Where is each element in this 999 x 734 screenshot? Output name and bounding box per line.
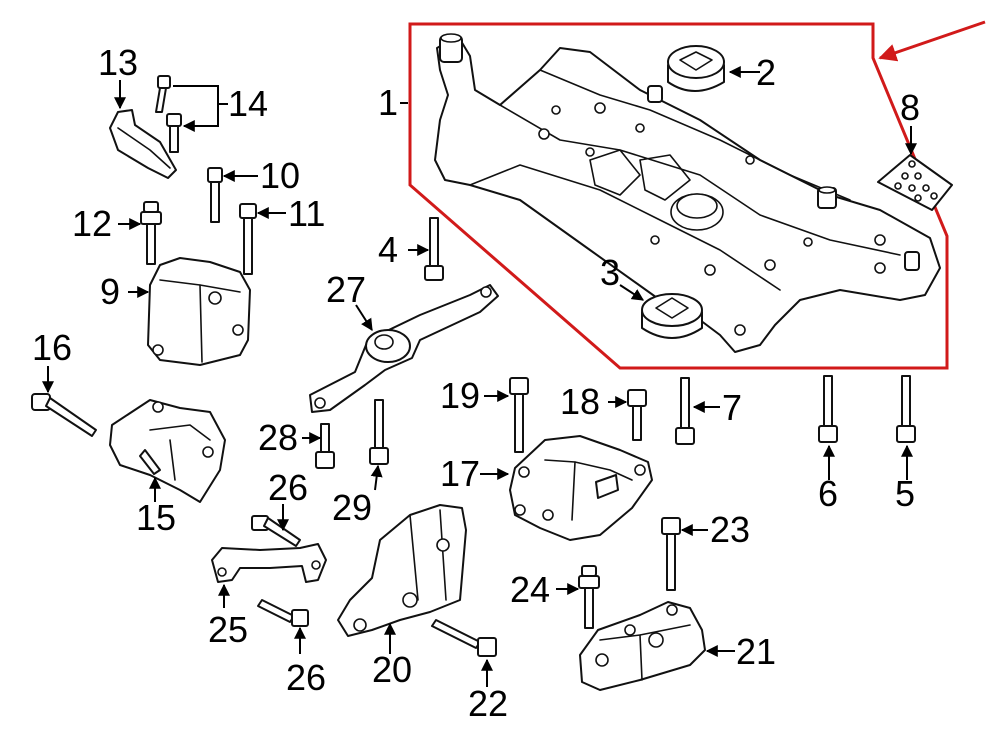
bolt-part-4[interactable] <box>424 217 444 281</box>
plate-part-8[interactable] <box>877 154 953 211</box>
label-13[interactable]: 13 <box>98 42 138 83</box>
label-2[interactable]: 2 <box>756 52 776 93</box>
bolt-part-26a[interactable] <box>251 515 301 547</box>
label-17[interactable]: 17 <box>440 453 480 494</box>
bolt-part-10[interactable] <box>207 167 223 223</box>
label-19[interactable]: 19 <box>440 375 480 416</box>
bushing-part-3[interactable] <box>641 293 703 339</box>
bolt-part-6[interactable] <box>818 375 838 443</box>
bolt-part-22[interactable] <box>431 619 497 657</box>
bolt-part-24[interactable] <box>578 565 600 629</box>
bolt-part-19[interactable] <box>509 377 529 453</box>
label-27[interactable]: 27 <box>326 269 366 310</box>
transmission-mount-part-17[interactable] <box>509 435 653 541</box>
bolt-part-29[interactable] <box>369 399 389 465</box>
highlight-frame <box>408 22 949 370</box>
bolt-part-14a[interactable] <box>155 75 171 113</box>
label-29[interactable]: 29 <box>332 487 372 528</box>
label-7[interactable]: 7 <box>722 387 742 428</box>
label-14[interactable]: 14 <box>228 83 268 124</box>
label-24[interactable]: 24 <box>510 569 550 610</box>
label-6[interactable]: 6 <box>818 473 838 514</box>
label-26-lower[interactable]: 26 <box>286 657 326 698</box>
bolt-part-26b[interactable] <box>257 599 309 627</box>
label-8[interactable]: 8 <box>900 87 920 128</box>
label-12[interactable]: 12 <box>72 203 112 244</box>
label-15[interactable]: 15 <box>136 497 176 538</box>
label-1[interactable]: 1 <box>378 82 398 123</box>
mount-bracket-part-15[interactable] <box>109 399 226 503</box>
label-21[interactable]: 21 <box>736 631 776 672</box>
label-20[interactable]: 20 <box>372 649 412 690</box>
label-25[interactable]: 25 <box>208 609 248 650</box>
bracket-part-13[interactable] <box>109 109 177 179</box>
label-22[interactable]: 22 <box>468 683 508 724</box>
label-10[interactable]: 10 <box>260 155 300 196</box>
bracket-part-25[interactable] <box>211 543 327 583</box>
bolt-part-5[interactable] <box>896 375 916 443</box>
label-26-upper[interactable]: 26 <box>268 467 308 508</box>
label-16[interactable]: 16 <box>32 327 72 368</box>
callout-labels: 1 2 3 4 5 6 7 8 9 10 11 12 13 14 15 16 1… <box>32 42 920 724</box>
bushing-part-2[interactable] <box>667 45 725 92</box>
label-11[interactable]: 11 <box>288 193 325 234</box>
label-4[interactable]: 4 <box>378 229 398 270</box>
bolt-part-23[interactable] <box>661 517 681 591</box>
label-18[interactable]: 18 <box>560 381 600 422</box>
label-23[interactable]: 23 <box>710 509 750 550</box>
bolt-part-18[interactable] <box>627 389 647 441</box>
bolt-part-14b[interactable] <box>166 113 182 153</box>
bolt-part-11[interactable] <box>239 203 257 275</box>
mount-part-21[interactable] <box>579 601 706 691</box>
torque-rod-part-27[interactable] <box>309 284 499 413</box>
label-3[interactable]: 3 <box>600 252 620 293</box>
mount-bracket-part-20[interactable] <box>337 504 467 637</box>
bolt-part-16[interactable] <box>31 393 97 437</box>
engine-mount-part-9[interactable] <box>147 257 251 366</box>
subframe-part-1[interactable] <box>434 33 941 353</box>
label-28[interactable]: 28 <box>258 417 298 458</box>
highlight-arrow <box>878 20 986 62</box>
bolt-part-12[interactable] <box>140 201 162 265</box>
label-9[interactable]: 9 <box>100 271 120 312</box>
leader-lines <box>42 66 917 687</box>
bolt-part-28[interactable] <box>315 423 335 469</box>
bolt-part-7[interactable] <box>675 377 695 445</box>
label-5[interactable]: 5 <box>895 473 915 514</box>
